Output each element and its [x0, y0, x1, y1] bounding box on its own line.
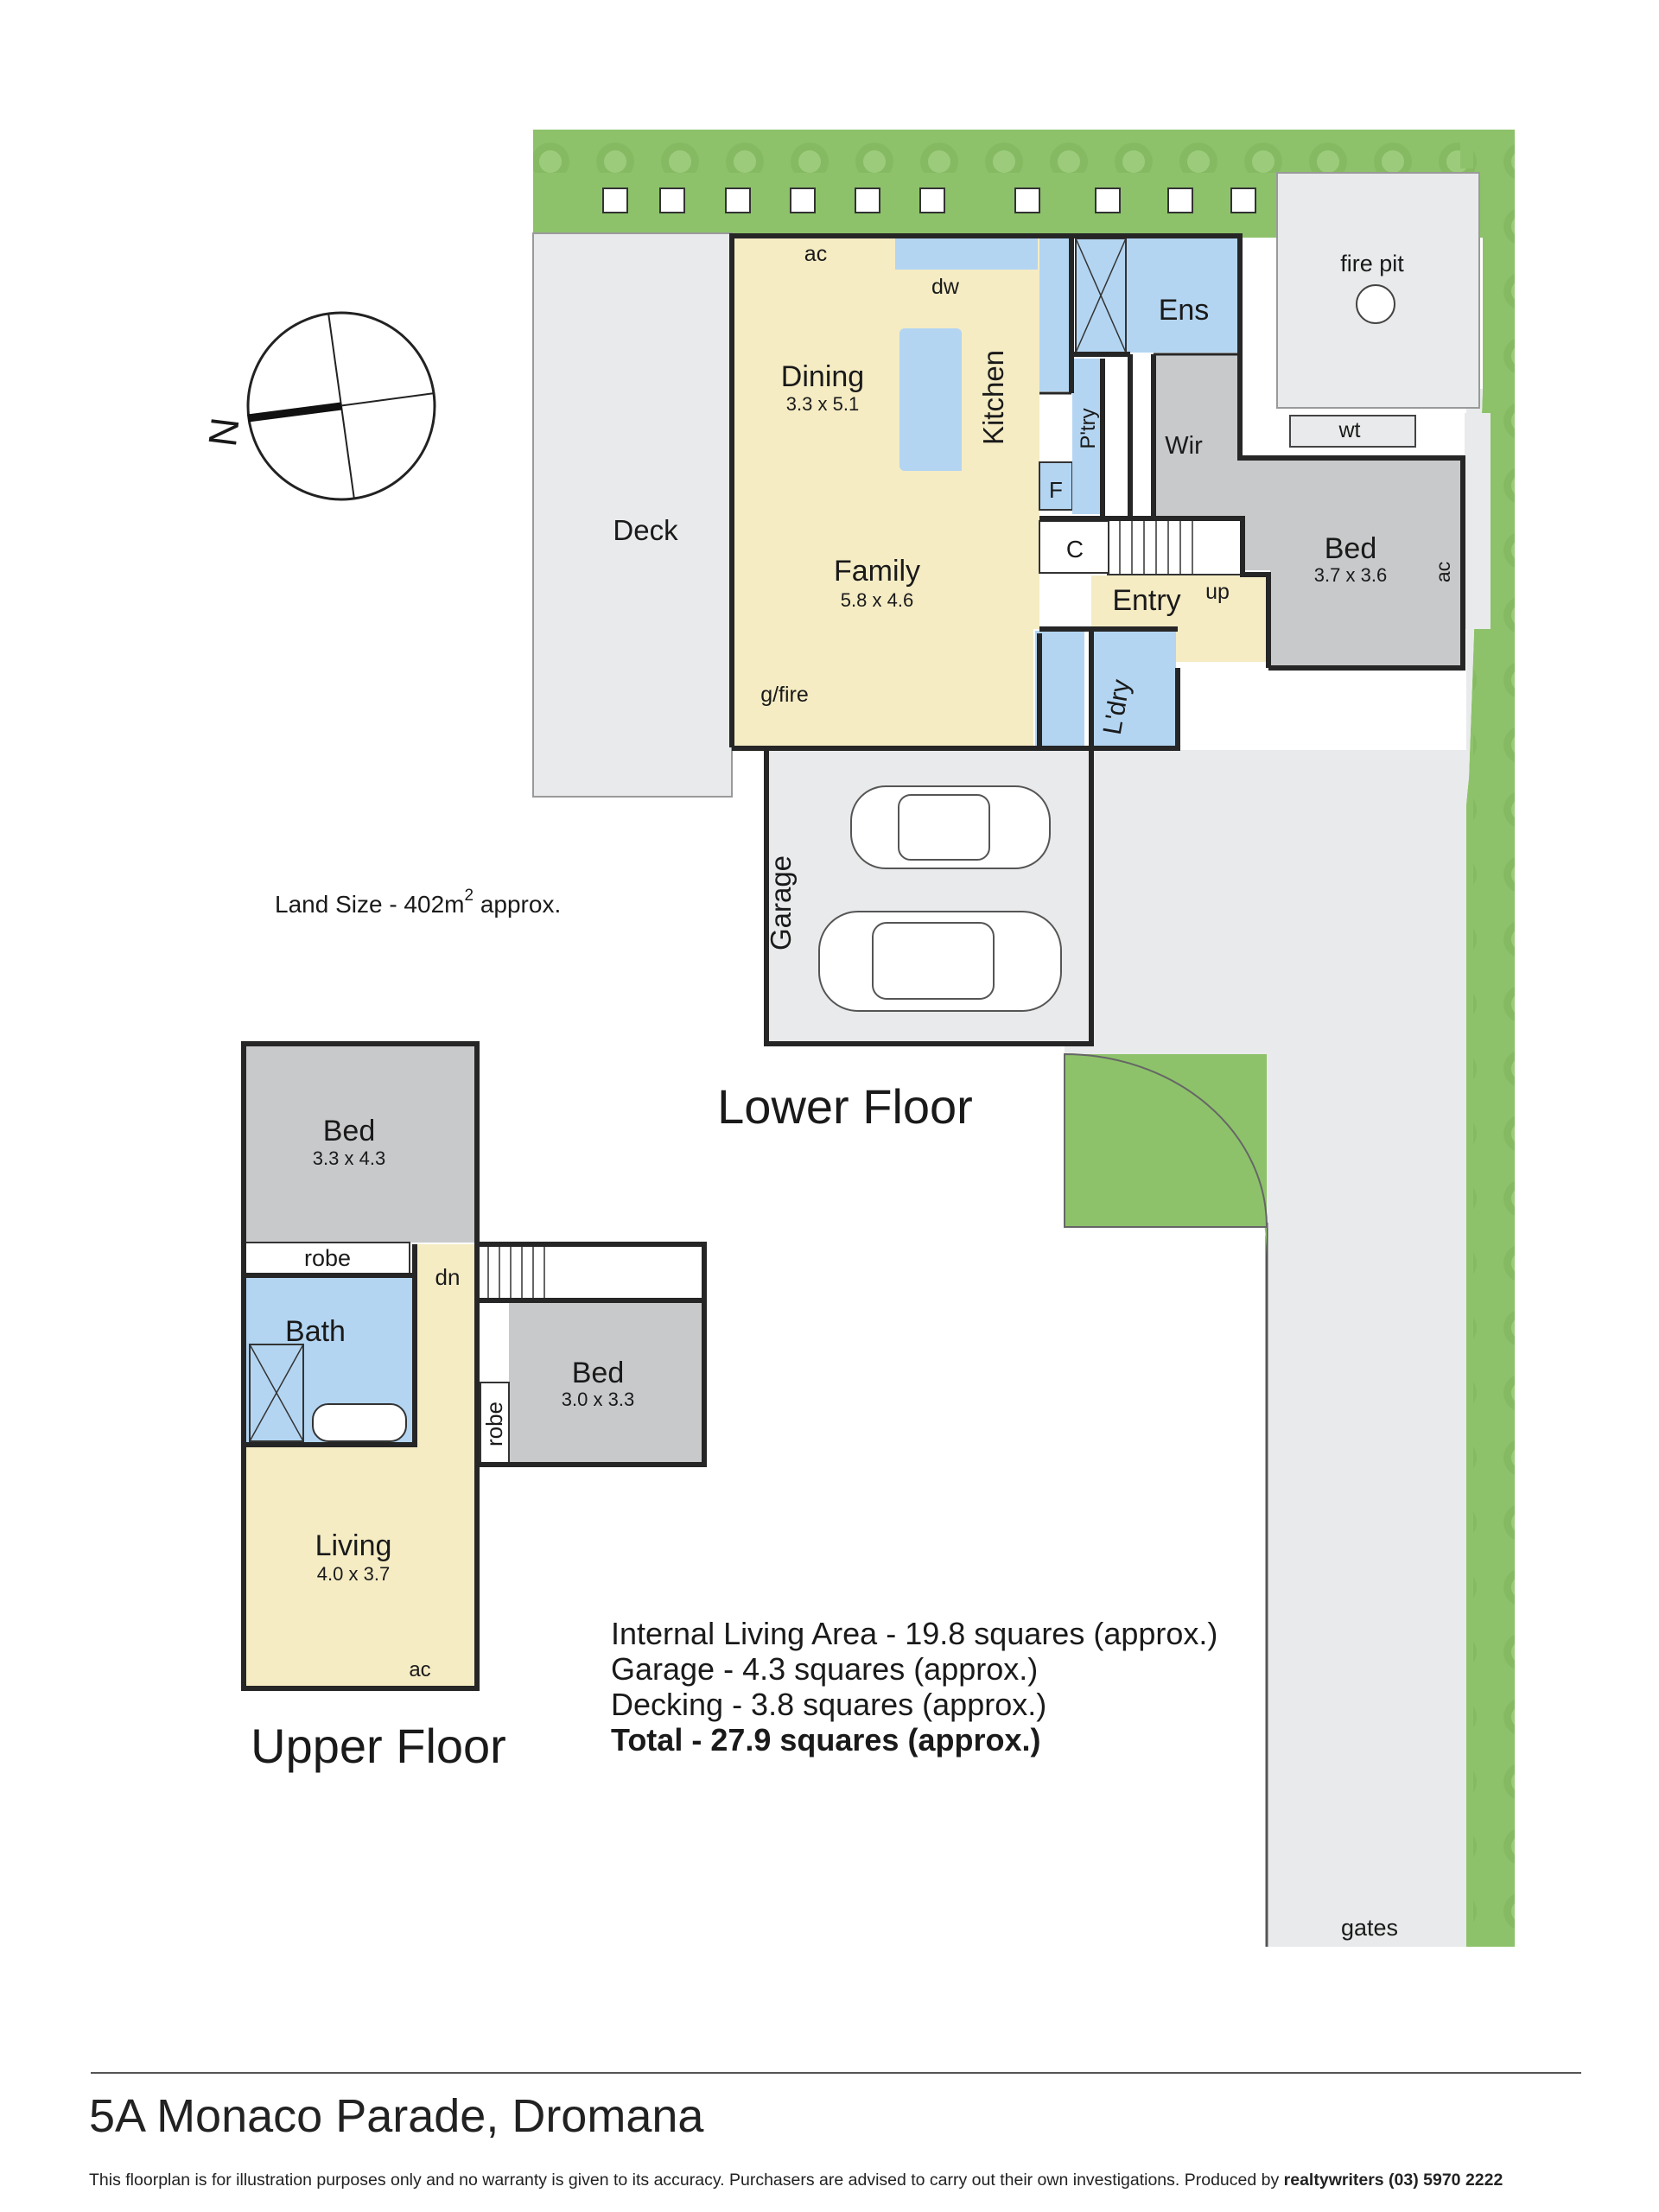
- room-family-dining: [732, 236, 1039, 518]
- property-address: 5A Monaco Parade, Dromana: [89, 2090, 704, 2142]
- car-icon-rear: [818, 911, 1062, 1012]
- fire-pit-icon: [1356, 284, 1395, 324]
- stair-upper: [477, 1247, 702, 1300]
- room-pantry: [1072, 359, 1103, 514]
- fence-posts: [602, 188, 1256, 213]
- label-up: up: [1205, 580, 1230, 604]
- label-bed-lower: Bed: [1325, 532, 1377, 565]
- area-total: Total - 27.9 squares (approx.): [611, 1722, 1041, 1758]
- room-bed-upper2: [509, 1300, 702, 1465]
- label-wt: wt: [1338, 418, 1361, 442]
- label-pantry: P'try: [1077, 408, 1100, 448]
- label-gfire: g/fire: [760, 683, 809, 707]
- site-landscape: [532, 130, 1515, 1947]
- bathtub: [312, 1403, 407, 1442]
- label-bed-lower-dims: 3.7 x 3.6: [1314, 564, 1387, 586]
- disclaimer-body: This floorplan is for illustration purpo…: [89, 2171, 1280, 2190]
- walls-lower: [729, 233, 1465, 1046]
- tree-row-top: [533, 130, 1515, 173]
- label-family-dims: 5.8 x 4.6: [841, 589, 913, 611]
- label-ac-upper: ac: [409, 1658, 430, 1681]
- label-family: Family: [834, 555, 920, 588]
- lower-floor: [729, 233, 1465, 1046]
- label-living-dims: 4.0 x 3.7: [317, 1563, 390, 1585]
- label-robe-upper2: robe: [481, 1402, 507, 1446]
- room-laundry: [1094, 631, 1176, 747]
- label-dining: Dining: [781, 360, 864, 393]
- disclaimer-text: This floorplan is for illustration purpo…: [89, 2171, 1503, 2190]
- land-size: Land Size - 402m2 approx.: [275, 887, 561, 918]
- label-cupboard: C: [1066, 536, 1084, 563]
- label-bed-upper1-dims: 3.3 x 4.3: [313, 1147, 385, 1169]
- label-fire-pit: fire pit: [1340, 251, 1404, 276]
- upper-floor: [241, 1041, 707, 1691]
- label-dining-dims: 3.3 x 5.1: [786, 393, 859, 415]
- compass-needle: [247, 402, 342, 423]
- room-living: [245, 1445, 477, 1688]
- label-ens: Ens: [1159, 294, 1210, 327]
- area-decking: Decking - 3.8 squares (approx.): [611, 1687, 1047, 1722]
- label-bath: Bath: [285, 1315, 346, 1348]
- label-bed-upper2: Bed: [572, 1357, 625, 1389]
- label-ac-dining: ac: [804, 242, 827, 266]
- room-landing: [415, 1244, 475, 1447]
- lawn-arc-cut: [1064, 1052, 1268, 1228]
- label-living: Living: [315, 1529, 392, 1562]
- upper-floor-title: Upper Floor: [251, 1719, 506, 1773]
- label-bed-upper1: Bed: [323, 1115, 376, 1147]
- kitchen-bench-top: [895, 238, 1038, 270]
- label-kitchen: Kitchen: [977, 350, 1009, 445]
- labels-upper: Bed 3.3 x 4.3 robe dn Bath Bed 3.0 x 3.3…: [251, 1115, 634, 1773]
- kitchen-island-curve: [899, 428, 962, 471]
- room-powder: [1035, 631, 1084, 747]
- compass-north-label: N: [200, 415, 248, 448]
- label-dn: dn: [435, 1264, 461, 1290]
- water-tank: [1289, 415, 1416, 448]
- kitchen-bench-side: [1039, 236, 1072, 391]
- label-gates: gates: [1341, 1915, 1398, 1941]
- label-fridge: F: [1049, 477, 1063, 503]
- room-family-lower: [732, 518, 1039, 747]
- room-bed-lower: [1154, 458, 1463, 668]
- driveway-area: [1065, 389, 1483, 1947]
- robe-upper2: [480, 1382, 510, 1465]
- room-cupboard: [1039, 520, 1109, 574]
- compass: N: [200, 311, 436, 501]
- stair-lower: [1107, 518, 1243, 575]
- producer-credit: realtywriters (03) 5970 2222: [1283, 2171, 1503, 2190]
- label-robe-upper1: robe: [304, 1245, 351, 1271]
- label-garage: Garage: [765, 855, 797, 950]
- label-dw: dw: [931, 275, 960, 299]
- room-bed-upper1: [245, 1046, 477, 1243]
- label-wir: Wir: [1165, 432, 1203, 460]
- label-bed-upper2-dims: 3.0 x 3.3: [562, 1389, 634, 1410]
- area-internal: Internal Living Area - 19.8 squares (app…: [611, 1616, 1218, 1651]
- area-garage: Garage - 4.3 squares (approx.): [611, 1651, 1039, 1687]
- lower-floor-title: Lower Floor: [717, 1079, 973, 1134]
- label-entry: Entry: [1112, 584, 1180, 617]
- label-deck: Deck: [613, 514, 678, 546]
- side-path: [1465, 413, 1491, 629]
- label-ac-bed: ac: [1432, 562, 1454, 582]
- footer-divider: [91, 2072, 1581, 2074]
- walls-upper: [241, 1041, 707, 1691]
- car-icon-front: [850, 785, 1051, 869]
